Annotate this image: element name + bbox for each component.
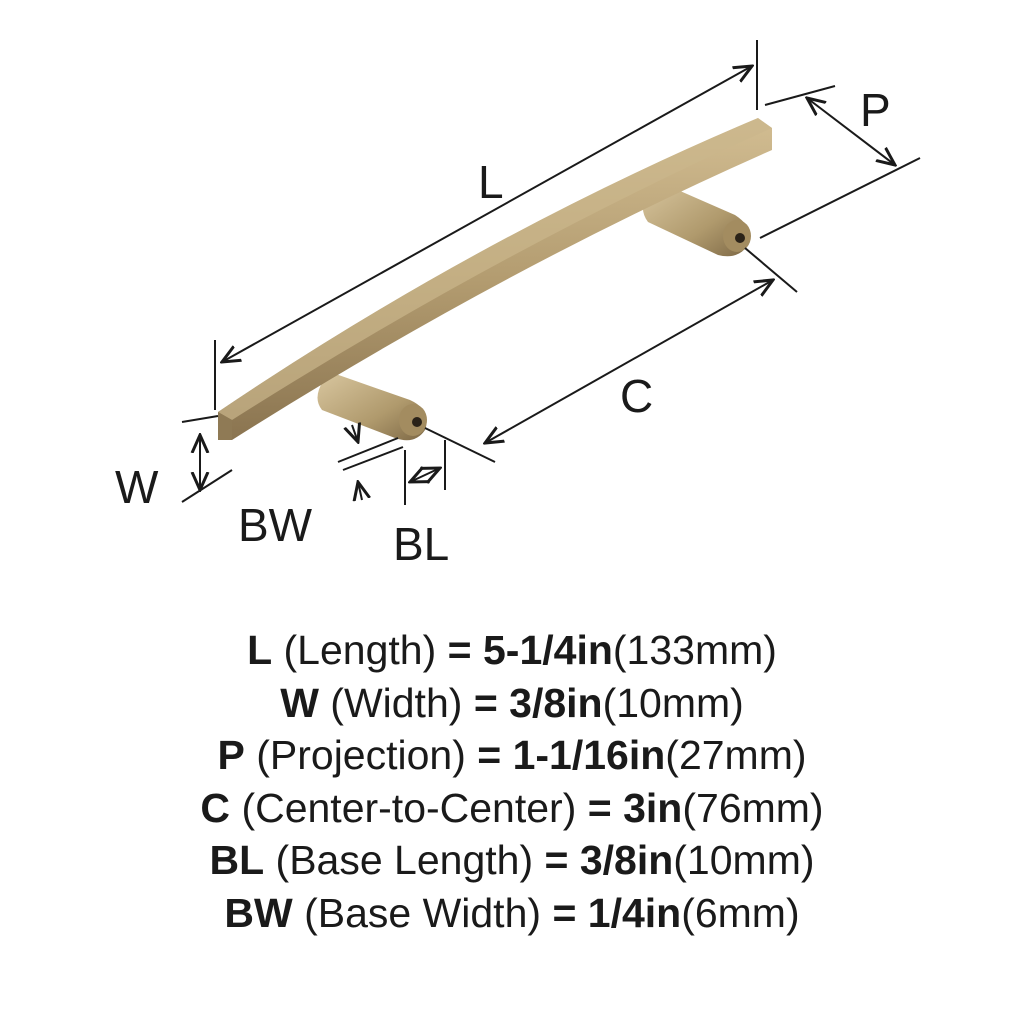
spec-row-base-length: BL (Base Length) = 3/8in(10mm) — [0, 834, 1024, 887]
dimension-lines — [181, 40, 921, 505]
label-projection: P — [860, 84, 891, 136]
spec-code: W — [280, 679, 319, 726]
label-width: W — [115, 461, 159, 513]
spec-name: (Projection) — [256, 732, 466, 778]
spec-code: P — [217, 732, 245, 778]
label-center-to-center: C — [620, 370, 653, 422]
spec-imperial: = 1-1/16in — [477, 732, 666, 778]
spec-imperial: = 3in — [587, 784, 683, 831]
label-length: L — [478, 156, 504, 208]
spec-metric: (133mm) — [612, 627, 777, 673]
spec-metric: (76mm) — [682, 784, 824, 831]
spec-row-projection: P (Projection) = 1-1/16in(27mm) — [0, 729, 1024, 782]
label-base-width: BW — [238, 499, 313, 551]
spec-row-width: W (Width) = 3/8in(10mm) — [0, 677, 1024, 730]
spec-code: L — [247, 627, 273, 673]
label-base-length: BL — [393, 518, 449, 570]
spec-name: (Center-to-Center) — [241, 784, 577, 831]
spec-imperial: = 5-1/4in — [447, 627, 613, 673]
spec-metric: (10mm) — [673, 837, 815, 883]
spec-imperial: = 3/8in — [473, 679, 603, 726]
handle-post-left — [317, 372, 427, 441]
spec-code: BL — [209, 837, 265, 883]
spec-name: (Length) — [283, 627, 437, 673]
spec-name: (Base Width) — [304, 889, 542, 936]
spec-row-center-to-center: C (Center-to-Center) = 3in(76mm) — [0, 782, 1024, 835]
spec-imperial: = 1/4in — [552, 889, 682, 936]
specifications-list: L (Length) = 5-1/4in(133mm) W (Width) = … — [0, 624, 1024, 939]
spec-metric: (6mm) — [681, 889, 800, 936]
spec-row-length: L (Length) = 5-1/4in(133mm) — [0, 624, 1024, 677]
spec-name: (Base Length) — [275, 837, 534, 883]
spec-code: C — [200, 784, 231, 831]
spec-metric: (10mm) — [602, 679, 744, 726]
handle-dimension-diagram: L P C W BW BL — [115, 40, 921, 570]
spec-metric: (27mm) — [665, 732, 807, 778]
spec-code: BW — [224, 889, 293, 936]
spec-name: (Width) — [330, 679, 463, 726]
spec-imperial: = 3/8in — [544, 837, 674, 883]
spec-row-base-width: BW (Base Width) = 1/4in(6mm) — [0, 887, 1024, 940]
